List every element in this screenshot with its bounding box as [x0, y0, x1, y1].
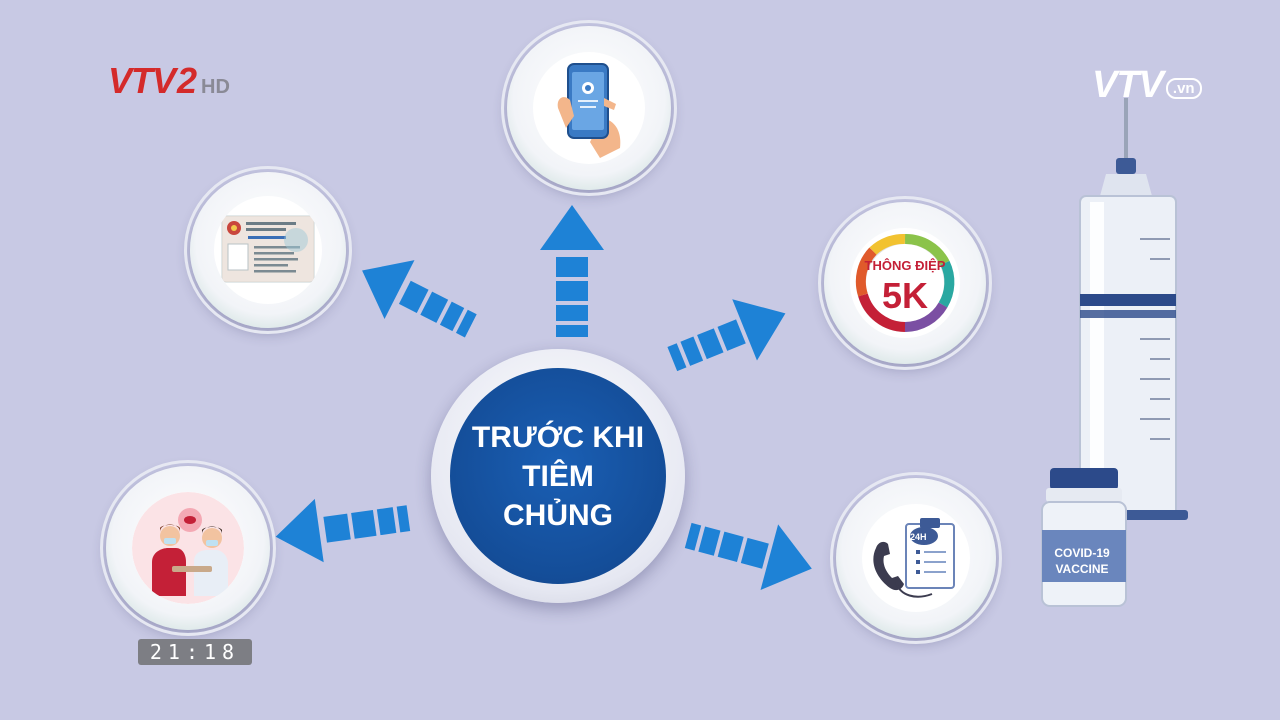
arrow-up-icon: [540, 205, 604, 337]
message-5k-big: 5K: [881, 275, 929, 316]
arrow-up-left-icon: [362, 260, 477, 338]
satellite-medical-consult: [100, 460, 276, 636]
center-title: TRƯỚC KHI TIÊM CHỦNG: [450, 368, 666, 584]
message-5k-badge-icon: [855, 233, 955, 332]
logo-brand: VTV: [108, 60, 176, 101]
hotline-badge: 24H: [910, 532, 927, 542]
center-title-line: TRƯỚC KHI: [471, 420, 645, 454]
syringe-illustration: [1041, 98, 1188, 607]
vaccine-vial-label: COVID-19 VACCINE: [1042, 545, 1122, 577]
arrow-up-right-icon: [667, 299, 786, 372]
smartphone-app-icon: [557, 63, 621, 158]
logo-hd: HD: [201, 76, 230, 98]
satellite-message-5k: THÔNG ĐIỆP 5K: [818, 196, 992, 370]
satellite-id-card: [184, 166, 352, 334]
logo-channel: 2: [177, 60, 198, 101]
broadcast-clock: 21:18: [138, 639, 252, 665]
vaccine-label-line: COVID-19: [1054, 546, 1110, 560]
vaccine-label-line: VACCINE: [1055, 562, 1109, 576]
hotline-24h-icon: [873, 518, 955, 598]
vtv2-hd-logo: VTV 2 HD: [108, 60, 230, 102]
arrow-left-icon: [275, 498, 411, 563]
medical-consultation-icon: [132, 492, 244, 604]
satellite-hotline: 24H: [830, 472, 1002, 644]
center-title-line: CHỦNG: [503, 498, 613, 532]
message-5k-label: THÔNG ĐIỆP: [864, 258, 946, 273]
satellite-phone-app: [501, 20, 677, 196]
center-title-circle: TRƯỚC KHI TIÊM CHỦNG: [431, 349, 685, 603]
center-title-line: TIÊM: [522, 459, 594, 493]
arrow-down-right-icon: [684, 522, 812, 591]
logo-tld: .vn: [1165, 78, 1202, 99]
id-card-icon: [221, 215, 315, 283]
